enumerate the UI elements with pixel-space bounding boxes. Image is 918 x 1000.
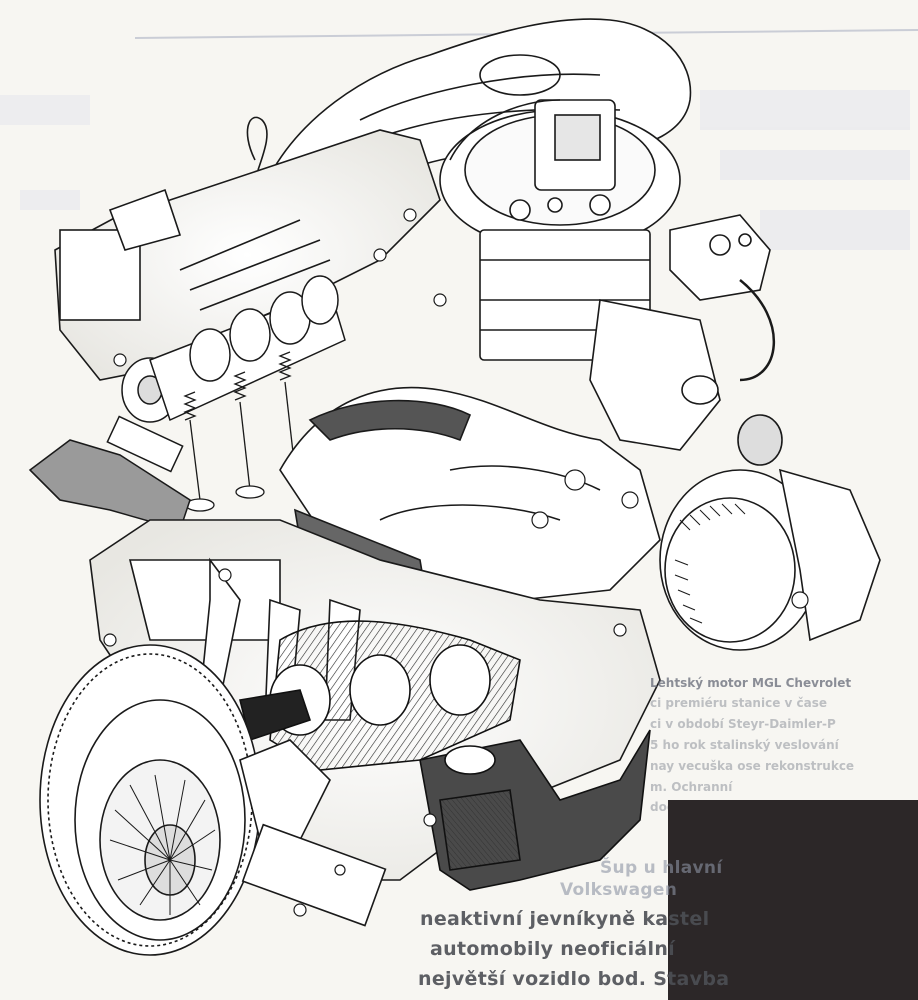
carburetor [439, 99, 681, 361]
bleed-text-4: 5 ho rok stalinský veslování [650, 738, 839, 752]
valve-springs [183, 351, 296, 512]
bleed-text-3: ci v období Steyr-Daimler-P [650, 717, 836, 731]
cylinder-head [54, 129, 441, 381]
exhaust-pipe [28, 415, 191, 531]
bleed-text-6: m. Ochranní [650, 780, 733, 794]
bottom-text-2: Volkswagen [560, 880, 678, 900]
bleed-text-2: ci premiéru stanice v čase [650, 696, 827, 710]
dark-photo-block [668, 800, 918, 1000]
camshaft [121, 275, 346, 423]
bleed-text-5: nay vecuška ose rekonstrukce [650, 759, 855, 773]
intake-manifold [279, 386, 661, 601]
distributor [589, 214, 776, 451]
bleed-through-shapes [0, 90, 910, 250]
bottom-text-4: automobily neoficiální [430, 938, 675, 960]
flywheel [39, 644, 387, 956]
bottom-text-3: neaktivní jevníkyně kastel [420, 908, 710, 930]
bolts [103, 208, 809, 917]
bottom-text-1: Šup u hlavní [600, 858, 723, 878]
bottom-text-5: největší vozidlo bod. Stavba [418, 968, 730, 990]
alternator [659, 414, 881, 651]
crankshaft [239, 620, 521, 771]
dipstick [246, 116, 268, 171]
oil-pan [419, 729, 651, 891]
bleed-text-1: Lehtský motor MGL Chevrolet [650, 676, 852, 690]
